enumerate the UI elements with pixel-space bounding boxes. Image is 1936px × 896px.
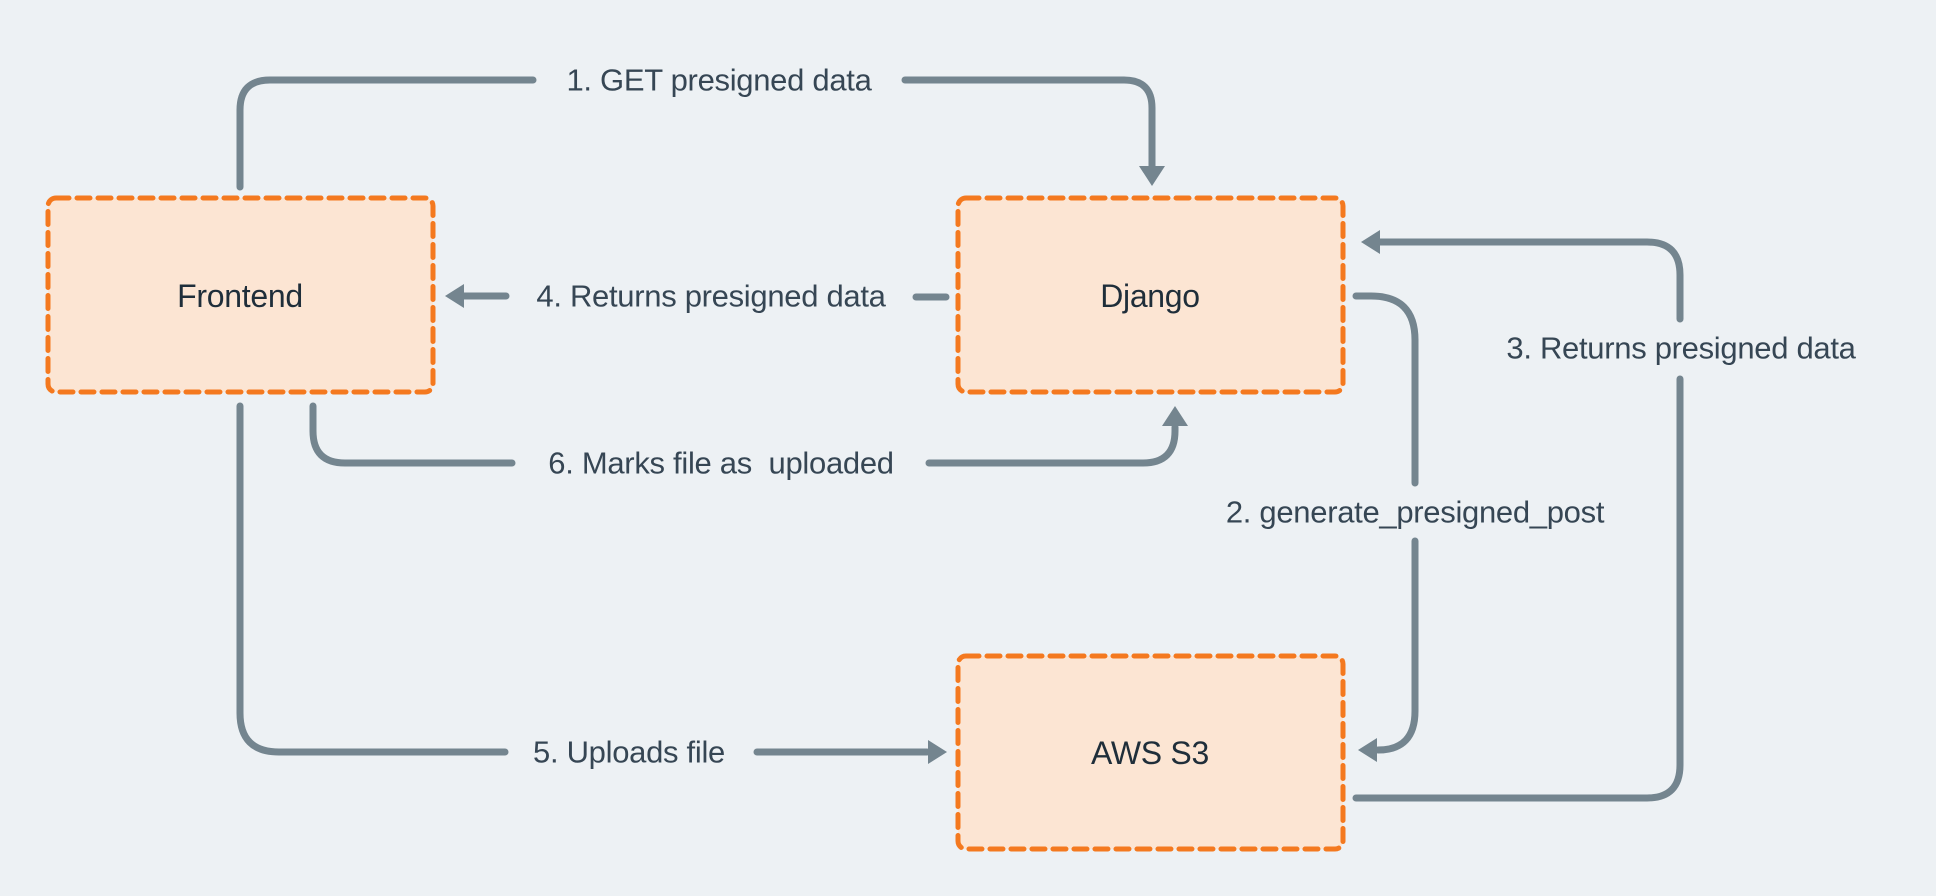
edge-6-segment-right [925, 423, 1179, 467]
aws-s3-node-box [955, 653, 1346, 852]
edge-1-label: 1. GET presigned data [566, 62, 872, 98]
edge-4-label: 4. Returns presigned data [536, 278, 886, 314]
django-node-label: Django [1100, 278, 1200, 314]
edge-2-arrowhead-icon [1358, 738, 1377, 762]
edge-1-get-presigned-data [236, 76, 1165, 191]
edge-4-returns-presigned-data [445, 284, 950, 308]
edge-3-returns-presigned-data [1352, 230, 1684, 802]
edge-3-arrowhead-icon [1361, 230, 1380, 254]
edge-6-segment-left [309, 402, 516, 467]
edge-1-segment-left [236, 76, 537, 191]
edge-1-arrowhead-icon [1139, 166, 1165, 186]
edge-5-label: 5. Uploads file [533, 734, 725, 770]
edge-1-segment-right [901, 76, 1156, 171]
edge-2-generate-presigned-post [1352, 292, 1419, 762]
frontend-node-box [45, 195, 436, 395]
edge-2-label: 2. generate_presigned_post [1225, 494, 1605, 530]
aws-s3-node-label: AWS S3 [1091, 735, 1209, 771]
edge-2-segment-bottom [1374, 537, 1419, 754]
edge-5-segment-left [236, 402, 509, 756]
edge-3-segment-top [1376, 238, 1684, 323]
edge-4-arrowhead-icon [445, 284, 464, 308]
edge-2-segment-top [1352, 292, 1419, 487]
edge-5-uploads-file [236, 402, 947, 764]
django-node-box [955, 195, 1346, 395]
edge-3-label: 3. Returns presigned data [1506, 330, 1856, 366]
edge-3-segment-bottom [1352, 375, 1684, 802]
edge-6-label: 6. Marks file as uploaded [548, 445, 894, 481]
frontend-node-label: Frontend [177, 278, 303, 314]
edge-5-arrowhead-icon [928, 740, 947, 764]
edge-6-arrowhead-icon [1162, 406, 1188, 426]
edge-6-marks-file-uploaded [309, 402, 1188, 467]
